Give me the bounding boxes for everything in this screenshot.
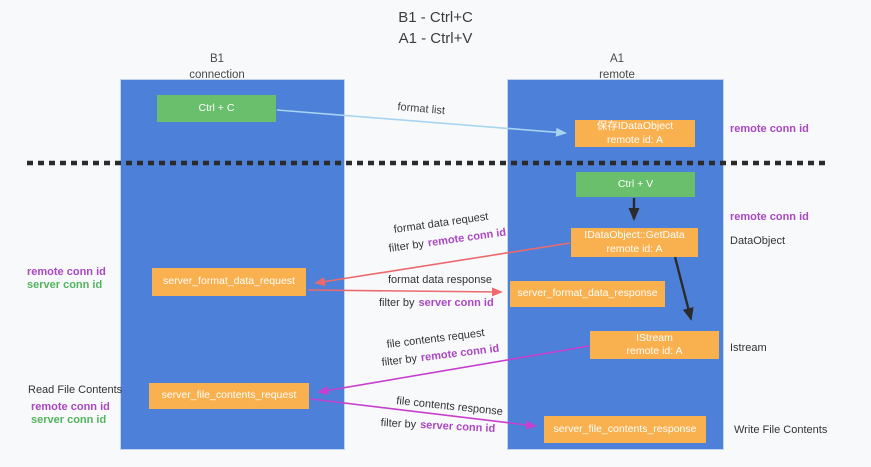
format-data-response-label: format data response xyxy=(388,274,492,286)
ctrl-c-box: Ctrl + C xyxy=(157,95,276,122)
server-format-data-request-box: server_format_data_request xyxy=(152,268,306,296)
server-file-contents-response-label: server_file_contents_response xyxy=(553,422,697,435)
right-column-header: A1 remote xyxy=(547,52,687,83)
filter-by-text-4: filter by xyxy=(380,417,417,431)
ctrl-v-label: Ctrl + V xyxy=(617,177,654,190)
filter-by-text-2: filter by xyxy=(379,297,415,309)
left-server-conn-id-top: server conn id xyxy=(27,279,103,291)
ctrl-v-box: Ctrl + V xyxy=(576,172,695,197)
save-idataobject-line1: 保存IDataObject xyxy=(596,120,674,133)
write-file-contents-label: Write File Contents xyxy=(734,424,828,436)
idataobject-getdata-box: IDataObject::GetData remote id: A xyxy=(571,228,698,257)
istream-box: IStream remote id: A xyxy=(590,331,719,359)
title-line-1: B1 - Ctrl+C xyxy=(398,9,473,26)
istream-line1: IStream xyxy=(636,331,673,344)
server-file-contents-response-box: server_file_contents_response xyxy=(544,416,706,443)
left-column-role: connection xyxy=(189,68,245,81)
ctrl-c-label: Ctrl + C xyxy=(198,101,235,114)
diagram-title: B1 - Ctrl+C A1 - Ctrl+V xyxy=(0,7,871,49)
read-file-contents-label: Read File Contents xyxy=(28,384,123,396)
server-conn-id-filter-2: server conn id xyxy=(419,419,496,435)
filter-by-text-1: filter by xyxy=(388,238,425,255)
file-contents-response-label: file contents response xyxy=(395,395,504,419)
left-column-name: B1 xyxy=(209,53,225,65)
right-column-role: remote xyxy=(599,68,635,81)
dataobject-label: DataObject xyxy=(730,235,786,247)
istream-side-label: Istream xyxy=(730,342,767,354)
save-idataobject-line2: remote id: A xyxy=(606,133,664,146)
right-remote-conn-id-top: remote conn id xyxy=(730,123,809,135)
filter-by-text-3: filter by xyxy=(381,352,418,369)
left-server-conn-id-bottom: server conn id xyxy=(31,414,107,426)
format-list-label: format list xyxy=(396,101,446,118)
server-format-data-response-box: server_format_data_response xyxy=(510,281,665,307)
right-remote-conn-id-mid: remote conn id xyxy=(730,211,809,223)
title-line-2: A1 - Ctrl+V xyxy=(398,30,473,47)
server-format-data-request-label: server_format_data_request xyxy=(163,275,295,288)
remote-conn-id-filter-1: remote conn id xyxy=(427,226,507,250)
left-column-header: B1 connection xyxy=(147,52,287,83)
left-remote-conn-id-top: remote conn id xyxy=(27,266,106,278)
getdata-line2: remote id: A xyxy=(606,242,663,255)
istream-line2: remote id: A xyxy=(626,345,683,357)
remote-conn-id-filter-2: remote conn id xyxy=(420,342,500,365)
save-idataobject-box: 保存IDataObject remote id: A xyxy=(575,120,695,147)
server-format-data-response-label: server_format_data_response xyxy=(517,287,658,300)
left-remote-conn-id-bottom: remote conn id xyxy=(31,401,110,413)
server-file-contents-request-box: server_file_contents_request xyxy=(149,383,309,409)
right-column-name: A1 xyxy=(609,53,625,65)
server-file-contents-request-label: server_file_contents_request xyxy=(161,389,297,402)
getdata-line1: IDataObject::GetData xyxy=(584,229,685,242)
server-conn-id-filter-1: server conn id xyxy=(418,297,494,309)
